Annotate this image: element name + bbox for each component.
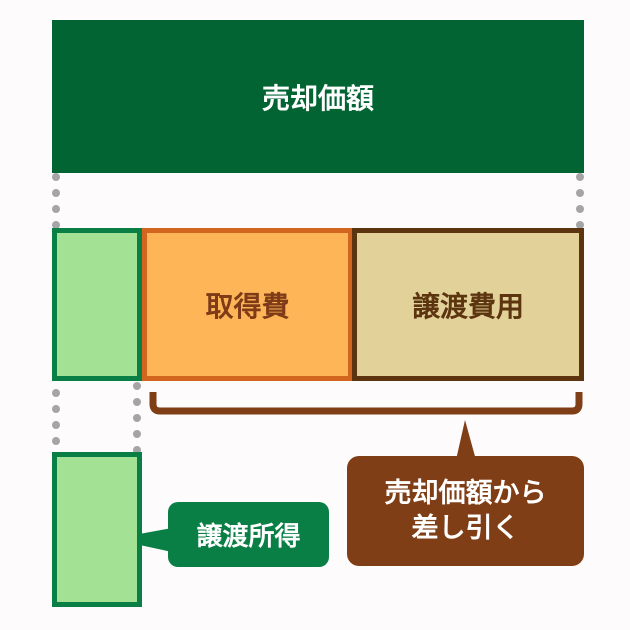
transfer-income-block — [52, 452, 142, 607]
transfer-expenses-label: 譲渡費用 — [411, 289, 524, 323]
transfer-income-segment — [52, 228, 142, 381]
income-pointer — [112, 528, 172, 552]
deduct-callout-line1: 売却価額から — [384, 477, 547, 509]
sale-price-block: 売却価額 — [52, 20, 584, 173]
deduct-callout-line2: 差し引く — [411, 513, 520, 544]
bracket — [149, 392, 583, 415]
transfer-income-label: 譲渡所得 — [196, 522, 301, 552]
deduct-pointer — [456, 420, 476, 460]
transfer-expenses-block: 譲渡費用 — [352, 228, 584, 381]
deduct-callout: 売却価額から 差し引く — [347, 456, 584, 566]
acquisition-cost-block: 取得費 — [142, 228, 353, 381]
sale-price-label: 売却価額 — [261, 81, 374, 115]
dotted-guides — [52, 173, 584, 454]
acquisition-cost-label: 取得費 — [205, 289, 290, 323]
transfer-income-callout: 譲渡所得 — [168, 502, 329, 567]
